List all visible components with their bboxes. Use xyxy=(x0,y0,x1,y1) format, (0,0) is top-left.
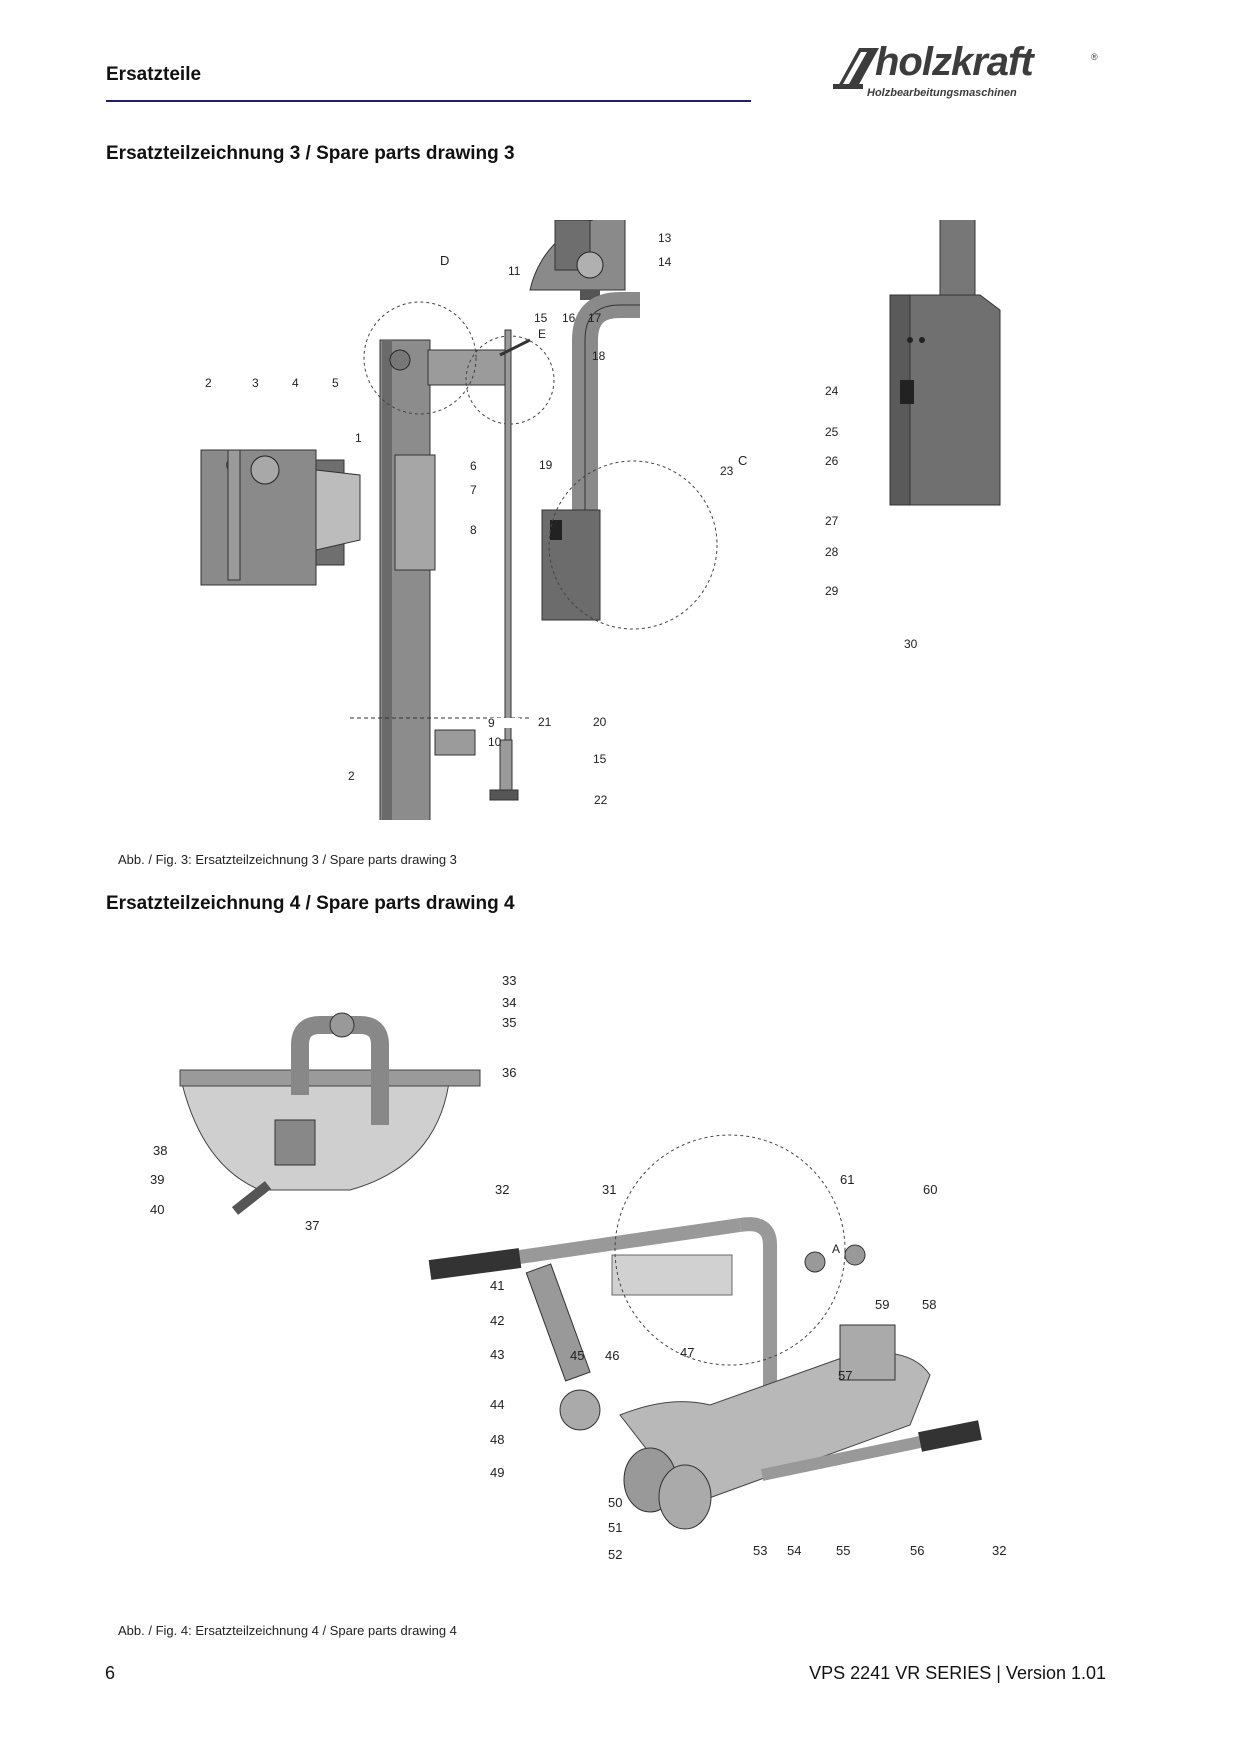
detail-label: D xyxy=(440,253,449,268)
drawing-4-title: Ersatzteilzeichnung 4 / Spare parts draw… xyxy=(106,893,515,914)
top-detail-illustration xyxy=(529,220,626,300)
part-label: 25 xyxy=(825,425,839,439)
logo-subtitle: Holzbearbeitungsmaschinen xyxy=(867,87,1017,99)
detail-label: C xyxy=(738,453,747,468)
detail-circle-d xyxy=(363,301,477,415)
detail-circle-e xyxy=(465,335,555,425)
page-number: 6 xyxy=(105,1663,116,1683)
spare-parts-drawing-3: D E C 1 2 3 4 5 2 6 7 8 9 10 11 12 13 14… xyxy=(200,220,1001,820)
part-label: 27 xyxy=(825,514,839,528)
part-label: 23 xyxy=(720,464,734,478)
part-label: 15 xyxy=(593,752,607,766)
part-label: 61 xyxy=(840,1172,854,1187)
part-label: 26 xyxy=(825,454,839,468)
part-label: 50 xyxy=(608,1495,622,1510)
part-label: 48 xyxy=(490,1432,504,1447)
part-label: 17 xyxy=(588,311,602,325)
part-label: 58 xyxy=(922,1297,936,1312)
part-label: 16 xyxy=(562,311,576,325)
part-label: 9 xyxy=(488,716,495,730)
part-label: 46 xyxy=(605,1348,619,1363)
part-label: 52 xyxy=(608,1547,622,1562)
part-label: 4 xyxy=(292,376,299,390)
part-label: 42 xyxy=(490,1313,504,1328)
document-version: VPS 2241 VR SERIES | Version 1.01 xyxy=(809,1663,1106,1683)
logo-registered-mark: ® xyxy=(1091,52,1098,62)
detail-label: A xyxy=(832,1242,840,1256)
part-label: 32 xyxy=(495,1182,509,1197)
drawing-3-caption: Abb. / Fig. 3: Ersatzteilzeichnung 3 / S… xyxy=(118,852,457,867)
logo-text: holzkraft xyxy=(875,40,1034,84)
part-label: 3 xyxy=(252,376,259,390)
detail-circle-c xyxy=(548,460,718,630)
part-label: 11 xyxy=(508,264,521,278)
part-label: 60 xyxy=(923,1182,937,1197)
part-label: 49 xyxy=(490,1465,504,1480)
part-label: 28 xyxy=(825,545,839,559)
part-label: 12 xyxy=(658,220,672,223)
part-label: 2 xyxy=(205,376,212,390)
part-label: 57 xyxy=(838,1368,852,1383)
part-label: 51 xyxy=(608,1520,622,1535)
drawing-4-caption: Abb. / Fig. 4: Ersatzteilzeichnung 4 / S… xyxy=(118,1623,457,1638)
part-label: 6 xyxy=(470,459,477,473)
part-label: 36 xyxy=(502,1065,516,1080)
carriage-detail-illustration xyxy=(200,449,361,586)
part-label: 35 xyxy=(502,1015,516,1030)
part-label: 53 xyxy=(753,1543,767,1558)
part-label: 33 xyxy=(502,975,516,988)
part-label: 24 xyxy=(825,384,839,398)
main-assembly-illustration xyxy=(428,1217,982,1530)
part-label: 13 xyxy=(658,231,672,245)
part-label: 2 xyxy=(348,769,355,783)
part-label: 40 xyxy=(150,1202,164,1217)
header-divider xyxy=(106,100,751,102)
part-label: 54 xyxy=(787,1543,801,1558)
part-label: 18 xyxy=(592,349,606,363)
part-label: 34 xyxy=(502,995,516,1010)
part-label: 43 xyxy=(490,1347,504,1362)
part-label: 7 xyxy=(470,483,477,497)
part-label: 21 xyxy=(538,715,552,729)
arm-illustration xyxy=(541,292,640,621)
spare-parts-drawing-4: 33 34 35 36 38 39 40 37 32 31 61 60 41 4… xyxy=(150,975,1006,1562)
part-label: 39 xyxy=(150,1172,164,1187)
rod-illustration xyxy=(489,329,531,801)
drawing-3-title: Ersatzteilzeichnung 3 / Spare parts draw… xyxy=(106,143,515,164)
part-label: 10 xyxy=(488,735,502,749)
part-label: 56 xyxy=(910,1543,924,1558)
main-column-illustration xyxy=(350,339,530,820)
section-title: Ersatzteile xyxy=(106,64,202,85)
detail-label: E xyxy=(538,327,546,341)
part-label: 55 xyxy=(836,1543,850,1558)
part-label: 59 xyxy=(875,1297,889,1312)
brand-logo: holzkraft ® Holzbearbeitungsmaschinen xyxy=(833,40,1108,104)
part-label: 22 xyxy=(594,793,608,807)
part-label: 41 xyxy=(490,1278,504,1293)
control-box-detail-illustration xyxy=(889,220,1001,506)
part-label: 14 xyxy=(658,255,672,269)
part-label: 38 xyxy=(153,1143,167,1158)
detail-a-illustration xyxy=(179,1012,481,1215)
part-label: 45 xyxy=(570,1348,584,1363)
part-label: 15 xyxy=(534,311,548,325)
detail-circle-a xyxy=(614,1134,846,1366)
part-label: 5 xyxy=(332,376,339,390)
part-label: 20 xyxy=(593,715,607,729)
part-label: 32 xyxy=(992,1543,1006,1558)
part-label: 1 xyxy=(355,431,362,445)
part-label: 29 xyxy=(825,584,839,598)
logo-mark-icon xyxy=(833,48,879,89)
part-label: 19 xyxy=(539,458,553,472)
part-label: 31 xyxy=(602,1182,616,1197)
part-label: 44 xyxy=(490,1397,504,1412)
part-label: 30 xyxy=(904,637,918,651)
part-label: 47 xyxy=(680,1345,694,1360)
part-label: 37 xyxy=(305,1218,319,1233)
part-label: 8 xyxy=(470,523,477,537)
